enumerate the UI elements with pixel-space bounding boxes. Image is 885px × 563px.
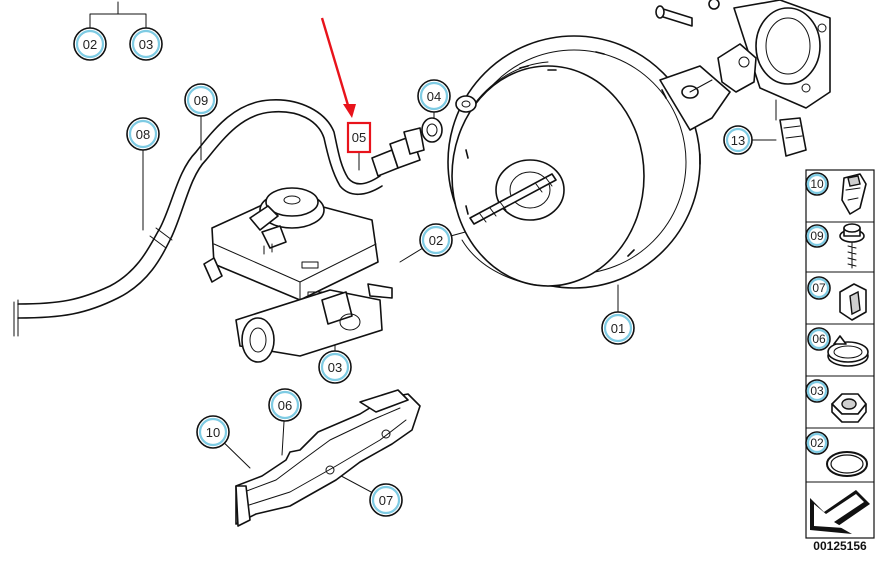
sidebar-item-07[interactable]: 07 [807,276,867,321]
callout-label: 01 [611,321,625,336]
sidebar-item-label: 10 [810,177,824,191]
clip-nut-icon [841,173,867,215]
highlight-arrow [320,17,352,113]
sidebar-item-03[interactable]: 03 [805,379,867,423]
callout-label: 07 [379,493,393,508]
hex-nut-icon [831,393,867,423]
callout-09: 07 [369,483,403,517]
callout-label: 08 [136,127,150,142]
parts-sidebar: 10 09 07 [805,169,875,539]
callout-label: 06 [278,398,292,413]
callout-08: 06 [268,388,302,422]
sidebar-item-label: 03 [810,384,824,398]
sidebar-item-label: 02 [810,436,824,450]
callout-label: 02 [429,233,443,248]
callout-label: 09 [194,93,208,108]
callout-02-top: 02 [73,27,107,61]
callout-06: 08 [126,117,160,151]
callout-label: 05 [352,130,366,145]
brake-hose [13,99,383,337]
callout-03-mid: 03 [318,350,352,384]
callout-label: 10 [206,425,220,440]
callout-label: 13 [731,133,745,148]
hose-clamp-icon [827,335,869,367]
sidebar-item-06[interactable]: 06 [807,327,869,367]
hose-fitting [371,117,443,177]
callout-07: 09 [184,83,218,117]
sidebar-item-label: 06 [812,332,826,346]
bracket-plate [235,389,421,527]
sidebar-item-02[interactable]: 02 [805,431,868,477]
sidebar-item-label: 09 [810,229,824,243]
brake-booster [447,35,731,289]
sidebar-item-09[interactable]: 09 [805,223,865,269]
callout-04: 04 [417,79,451,113]
sidebar-item-label: 07 [812,281,826,295]
highlight-annotation [320,17,372,154]
gasket-and-rod [655,0,831,157]
grommet-icon [839,283,867,321]
catalog-number: 00125156 [813,539,867,553]
callout-label: 03 [328,360,342,375]
sealing-ring-icon [826,451,868,477]
callout-10: 10 [196,415,230,449]
callout-01: 01 [601,311,635,345]
callout-label: 02 [83,37,97,52]
callout-label: 03 [139,37,153,52]
master-cylinder [203,187,393,363]
callout-05: 05 [352,130,366,145]
highlight-box [346,121,372,154]
callout-label: 04 [427,89,441,104]
sidebar-item-10[interactable]: 10 [805,172,867,215]
highlight-arrowhead [343,104,356,118]
direction-arrow-icon [808,486,872,536]
screw-icon [839,223,865,269]
callout-02-mid: 02 [419,223,453,257]
callout-13: 13 [723,125,753,155]
callout-03-top: 03 [129,27,163,61]
